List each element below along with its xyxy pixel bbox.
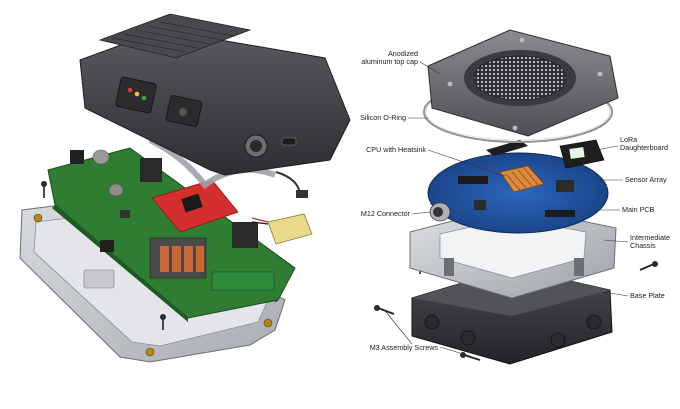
label-lora: LoRa Daughterboard	[620, 135, 678, 153]
pin-header	[140, 158, 162, 182]
label-o-ring: Silicon O-Ring	[360, 113, 406, 122]
terminal-block	[211, 271, 275, 291]
dc-jack	[70, 150, 84, 164]
cpu-heatsink	[499, 165, 545, 193]
pin-header	[458, 176, 488, 184]
label-chassis-line2: Chassis	[630, 241, 656, 251]
ic-chip	[556, 180, 574, 192]
top-cap	[427, 29, 619, 137]
standoff	[444, 258, 454, 276]
push-button-icon	[179, 108, 187, 116]
pigtail-connector	[296, 190, 308, 198]
tray-screw-boss	[263, 318, 273, 328]
ic-chip	[100, 240, 114, 252]
cap-screw-boss	[447, 81, 453, 87]
mcu-chip	[181, 193, 203, 213]
ic-chip	[474, 200, 486, 210]
label-top-cap-line2: aluminum top cap	[361, 57, 418, 67]
lipo-battery	[251, 213, 313, 245]
status-led-icon	[134, 91, 140, 97]
label-top-cap: Anodized aluminum top cap	[356, 49, 418, 67]
mesh-grille	[473, 55, 567, 101]
tray-cutout	[83, 269, 115, 289]
status-led-icon	[141, 95, 147, 101]
label-lora-line1: LoRa	[620, 135, 638, 144]
capacitor	[108, 183, 124, 197]
main-pcb	[427, 152, 609, 234]
cap-screw-boss	[512, 125, 518, 131]
relay	[196, 246, 204, 272]
label-cpu-heatsink: CPU with Heatsink	[366, 145, 426, 154]
label-chassis-line1: Intermediate	[630, 233, 670, 242]
relay	[172, 246, 181, 272]
gland-port-icon	[586, 314, 602, 330]
label-m12-connector: M12 Connector	[360, 209, 410, 218]
usb-port-icon	[281, 137, 297, 146]
relay	[184, 246, 193, 272]
gland-port-icon	[460, 330, 476, 346]
red-daughterboard	[151, 179, 239, 233]
green-pcb	[47, 147, 296, 322]
label-top-cap-line1: Anodized	[388, 49, 418, 58]
cap-screw-boss	[597, 71, 603, 77]
sensor-strip	[486, 140, 528, 156]
tray-screw-boss	[33, 213, 43, 223]
gland-port-icon	[424, 314, 440, 330]
ic-chip	[120, 210, 130, 218]
tray-screw-boss	[145, 347, 155, 357]
capacitor	[92, 149, 110, 165]
label-sensor-array: Sensor Array	[625, 175, 667, 184]
heatsink-fins	[111, 21, 235, 53]
leader-lines	[385, 61, 629, 357]
label-lora-line2: Daughterboard	[620, 143, 668, 153]
heatsink-fins	[98, 13, 252, 59]
status-led-icon	[127, 87, 133, 93]
pin-header	[545, 210, 575, 217]
cap-screw-boss	[519, 37, 525, 43]
label-chassis: Intermediate Chassis	[630, 233, 678, 251]
label-main-pcb: Main PCB	[622, 205, 655, 214]
ic-chip	[232, 222, 258, 248]
gland-port-icon	[550, 332, 566, 348]
top-enclosure	[79, 13, 351, 176]
lora-daughterboard	[559, 139, 605, 169]
rf-module	[569, 147, 585, 159]
right-exploded-view	[374, 29, 658, 365]
standoff	[574, 258, 584, 276]
intermediate-chassis	[409, 205, 617, 299]
label-base-plate: Base Plate	[630, 291, 665, 300]
loose-screw	[41, 181, 47, 198]
relay	[160, 246, 169, 272]
left-exploded-view	[19, 13, 351, 363]
loose-screw	[160, 314, 166, 330]
label-m3-screws: M3 Assembly Screws	[369, 343, 438, 352]
m3-screw	[374, 305, 395, 315]
m3-screw	[639, 261, 658, 271]
